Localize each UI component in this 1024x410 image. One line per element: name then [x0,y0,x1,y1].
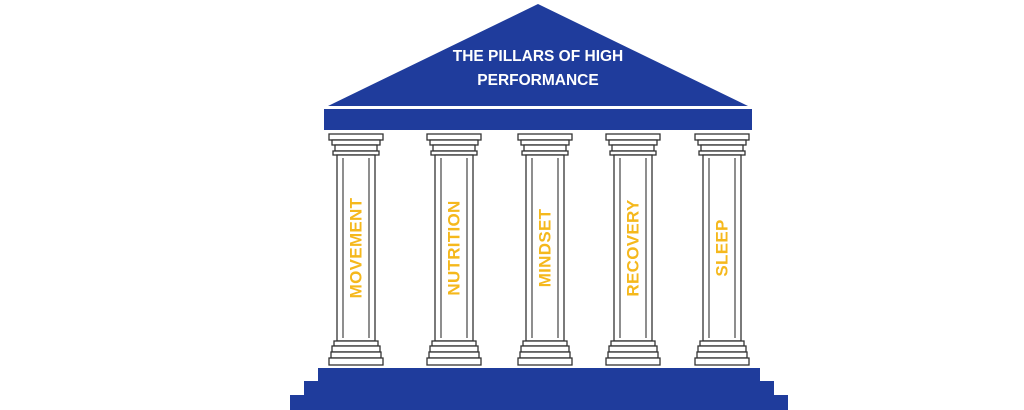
pediment [328,4,748,106]
step-bottom [290,395,788,410]
pillar-base-upper [697,345,747,353]
pillar-capital-neck [611,144,655,152]
pillar-base-mid [330,351,382,359]
pillar-base-upper [608,345,658,353]
temple-roof: THE PILLARS OF HIGH PERFORMANCE [324,4,752,130]
pillar-base-plinth [605,357,661,366]
pillar-capital-mid [429,139,479,146]
temple-steps [290,368,788,410]
pillar-capital-neck [334,144,378,152]
pillar-base-plinth [426,357,482,366]
pillar-movement: MOVEMENT [328,133,384,366]
step-top [318,368,760,382]
pillar-base-mid [428,351,480,359]
pillar-sleep: SLEEP [694,133,750,366]
pillar-base-plinth [517,357,573,366]
pillar-label: MOVEMENT [347,197,366,298]
title-line-1: THE PILLARS OF HIGH [453,48,624,65]
pillar-capital-top [328,133,384,141]
pillar-capital-top [605,133,661,141]
pillar-capital-top [426,133,482,141]
title-line-2: PERFORMANCE [477,72,598,89]
pillar-capital-mid [608,139,658,146]
pillar-label: SLEEP [713,219,732,276]
pillar-capital-mid [331,139,381,146]
pillar-mindset: MINDSET [517,133,573,366]
pillar-base-upper [331,345,381,353]
pillar-base-ring [431,340,477,347]
pillars-row: MOVEMENT NUTRITION MINDSET RECOVERY SLEEP [328,133,750,366]
pillar-base-mid [519,351,571,359]
pillar-capital-neck [700,144,744,152]
pillar-label: NUTRITION [445,200,464,295]
pillar-base-upper [429,345,479,353]
pillar-recovery: RECOVERY [605,133,661,366]
entablature-beam [324,109,752,130]
pillar-label: RECOVERY [624,199,643,297]
pillar-base-plinth [694,357,750,366]
pillar-capital-mid [520,139,570,146]
pillar-capital-neck [523,144,567,152]
pillar-label: MINDSET [536,208,555,287]
pillar-base-ring [610,340,656,347]
pillar-nutrition: NUTRITION [426,133,482,366]
pillar-base-ring [522,340,568,347]
pillar-base-plinth [328,357,384,366]
pillar-capital-neck [432,144,476,152]
pillar-capital-top [517,133,573,141]
pillar-base-ring [333,340,379,347]
pillar-base-mid [607,351,659,359]
step-middle [304,381,774,396]
pillar-base-mid [696,351,748,359]
pillar-base-upper [520,345,570,353]
pillar-capital-mid [697,139,747,146]
pillar-capital-top [694,133,750,141]
pillar-base-ring [699,340,745,347]
